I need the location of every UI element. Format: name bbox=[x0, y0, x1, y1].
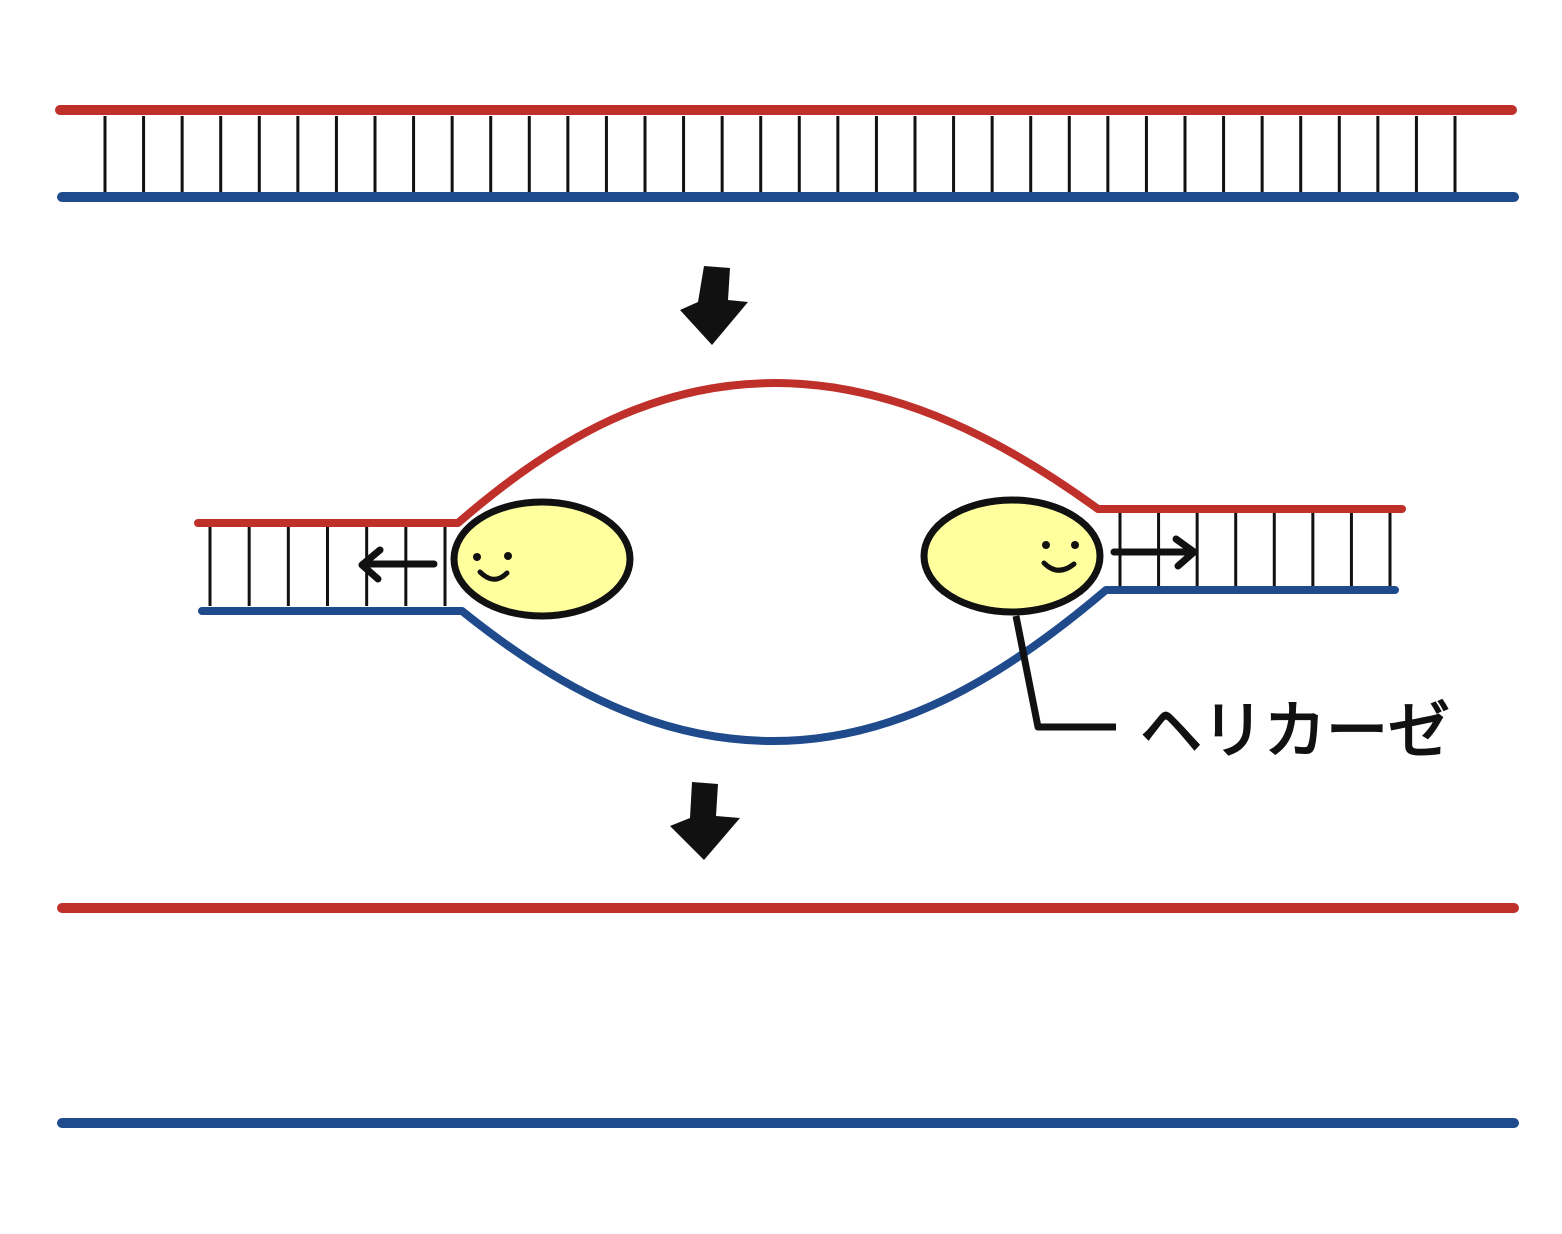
down-arrow-icon bbox=[680, 266, 748, 345]
right-arrow-icon bbox=[1110, 535, 1198, 570]
stage-3-separated-strands bbox=[57, 903, 1519, 1128]
left-arrow-icon bbox=[358, 546, 438, 583]
top-strand-bubble bbox=[194, 379, 1406, 527]
bottom-strand-bubble bbox=[198, 586, 1399, 745]
helicase-label: ヘリカーゼ bbox=[1140, 694, 1450, 767]
helicase-right bbox=[920, 496, 1104, 616]
helicase-body bbox=[920, 496, 1104, 616]
smiley-face-icon bbox=[473, 552, 512, 582]
base-pair-rungs bbox=[103, 116, 1457, 196]
helicase-body bbox=[450, 498, 634, 620]
down-arrow-icon bbox=[670, 782, 740, 860]
stage-1-double-strand bbox=[55, 105, 1519, 202]
base-pair-rungs-left bbox=[208, 526, 447, 606]
stage-2-replication-bubble: ヘリカーゼ bbox=[194, 379, 1450, 767]
helicase-left bbox=[450, 498, 634, 620]
helicase-callout-line bbox=[1012, 615, 1116, 731]
smiley-face-icon bbox=[1041, 541, 1079, 573]
